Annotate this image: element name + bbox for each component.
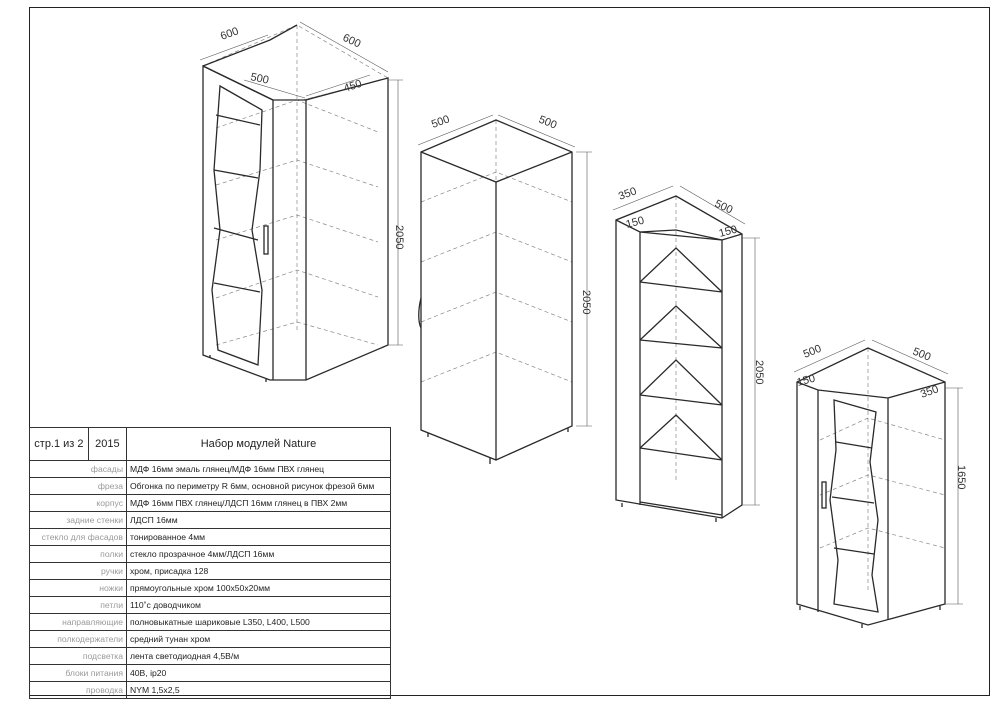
page-number: стр.1 из 2 <box>29 427 89 461</box>
spec-key: блоки питания <box>29 664 127 682</box>
m1-dim-d2: 450 <box>342 78 363 95</box>
spec-value: 40В, ip20 <box>126 664 391 682</box>
spec-value: NYM 1,5х2,5 <box>126 681 391 699</box>
spec-key: проводка <box>29 681 127 699</box>
spec-key: корпус <box>29 494 127 512</box>
m1-dim-lines <box>199 21 403 346</box>
m3-dim-lines <box>612 185 760 506</box>
module-corner-shelving: 350 500 150 150 2050 <box>612 185 765 522</box>
spec-key: полкодержатели <box>29 630 127 648</box>
spec-key: полки <box>29 545 127 563</box>
m1-hidden-lines <box>202 24 389 330</box>
spec-value: средний тунан хром <box>126 630 391 648</box>
spec-key: направляющие <box>29 613 127 631</box>
m4-glass-shelves <box>831 441 875 555</box>
spec-value: полновыкатные шариковые L350, L400, L500 <box>126 613 391 631</box>
spec-table: стр.1 из 2 2015 Набор модулей Nature фас… <box>29 427 391 699</box>
spec-value: МДФ 16мм ПВХ глянец/ЛДСП 16мм глянец в П… <box>126 494 391 512</box>
spec-key: ручки <box>29 562 127 580</box>
m2-dim-h: 2050 <box>580 290 592 314</box>
spec-key: подсветка <box>29 647 127 665</box>
m1-dim-w2: 600 <box>341 32 363 51</box>
m3-dim-s1: 150 <box>625 215 646 231</box>
m3-legs <box>621 503 717 522</box>
spec-value: прямоугольные хром 100х50х20мм <box>126 579 391 597</box>
spec-key: стекло для фасадов <box>29 528 127 546</box>
spec-value: Обгонка по периметру R 6мм, основной рис… <box>126 477 391 495</box>
m3-shelves <box>639 229 723 516</box>
m2-dim-w1: 500 <box>430 113 451 131</box>
m2-outline <box>420 119 573 461</box>
module-corner-glass-cabinet: 600 600 500 450 2050 <box>199 21 405 382</box>
m4-dim-d: 350 <box>919 383 940 401</box>
m4-dim-h: 1650 <box>955 465 967 489</box>
year: 2015 <box>87 427 128 461</box>
m3-outline <box>615 195 743 519</box>
spec-value: МДФ 16мм эмаль глянец/МДФ 16мм ПВХ гляне… <box>126 460 391 478</box>
m2-legs <box>427 428 569 464</box>
spec-key: петли <box>29 596 127 614</box>
spec-key: ножки <box>29 579 127 597</box>
m1-dim-d1: 500 <box>249 71 269 87</box>
spec-key: фасады <box>29 460 127 478</box>
spec-key: задние стенки <box>29 511 127 529</box>
module-low-corner-cabinet: 500 500 150 350 1650 <box>793 339 967 628</box>
m2-dim-w2: 500 <box>537 114 559 132</box>
m1-top-edge <box>202 24 298 67</box>
m4-front-edges <box>796 381 946 620</box>
spec-value: стекло прозрачное 4мм/ЛДСП 16мм <box>126 545 391 563</box>
spec-value: тонированное 4мм <box>126 528 391 546</box>
m3-dim-w1: 350 <box>617 185 638 203</box>
m1-legs <box>209 355 267 382</box>
m1-glass-shelves <box>213 114 261 293</box>
m2-front-edges <box>420 151 573 460</box>
m1-handle <box>263 225 269 255</box>
m4-dim-s1: 150 <box>796 373 817 389</box>
m3-front-edges <box>615 219 743 518</box>
spec-value: 110˚с доводчиком <box>126 596 391 614</box>
spec-key: фреза <box>29 477 127 495</box>
m4-legs <box>799 606 941 628</box>
spec-title: Набор модулей Nature <box>126 427 391 461</box>
m4-glass-door <box>829 399 879 613</box>
m3-dim-h: 2050 <box>753 360 765 384</box>
m1-front-edges <box>202 65 307 380</box>
m1-outline <box>202 64 389 381</box>
drawing-frame <box>29 7 990 696</box>
m1-glass-door <box>211 84 263 366</box>
m4-dim-w2: 500 <box>911 346 933 364</box>
m4-dim-lines <box>793 339 963 605</box>
spec-value: хром, присадка 128 <box>126 562 391 580</box>
m1-dim-h: 2050 <box>393 225 405 249</box>
module-wardrobe-column: 500 500 2050 <box>417 113 592 464</box>
m3-dim-w2: 500 <box>713 198 735 217</box>
m2-handle <box>418 297 422 329</box>
spec-value: лента светодиодная 4,5В/м <box>126 647 391 665</box>
spec-value: ЛДСП 16мм <box>126 511 391 529</box>
m2-dim-lines <box>417 114 592 427</box>
m4-handle <box>821 481 827 509</box>
m3-dim-s2: 150 <box>718 224 739 240</box>
m1-dim-w1: 600 <box>219 25 240 43</box>
m4-dim-w1: 500 <box>802 343 824 361</box>
spec-header-row: стр.1 из 2 2015 Набор модулей Nature <box>29 427 391 461</box>
